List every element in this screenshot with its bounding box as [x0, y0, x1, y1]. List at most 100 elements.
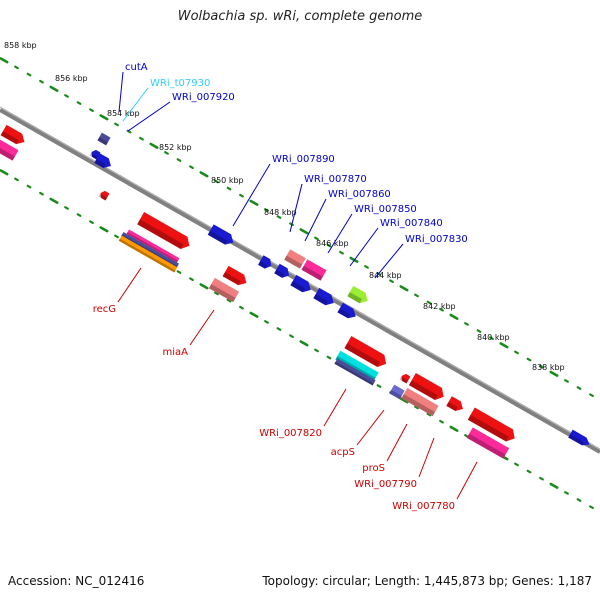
upper-track-tick — [314, 236, 319, 241]
upper-track-tick — [549, 370, 559, 377]
upper-track-tick — [214, 179, 219, 184]
gene-label[interactable]: cutA — [125, 62, 148, 73]
lower-track-tick — [114, 234, 119, 239]
lower-track-tick — [64, 206, 69, 210]
lower-track-tick — [576, 498, 582, 502]
upper-track-tick — [249, 199, 259, 206]
gene-label[interactable]: WRi_007860 — [328, 189, 391, 200]
lower-track-tick — [0, 169, 9, 176]
gene-label[interactable]: WRi_007790 — [354, 479, 417, 490]
upper-track-tick — [539, 364, 544, 369]
gene-label[interactable]: WRi_007870 — [304, 174, 367, 185]
feature-wri-007790 — [467, 407, 515, 442]
leader-line — [304, 198, 327, 242]
kbp-tick-label: 840 kbp — [477, 333, 510, 342]
lower-track-tick — [99, 226, 109, 233]
lower-track-tick — [176, 270, 182, 274]
feature-wri-007820 — [344, 336, 387, 368]
lower-track-tick — [439, 419, 444, 424]
gene-label[interactable]: WRi_007780 — [392, 501, 455, 512]
gene-label[interactable]: WRi_007920 — [172, 92, 235, 103]
lower-track-tick — [26, 184, 32, 189]
gene-label[interactable]: WRi_007840 — [380, 218, 443, 229]
upper-tick-track — [0, 57, 594, 397]
map-title: Wolbachia sp. wRi, complete genome — [177, 9, 423, 24]
feature-left-edge — [0, 124, 25, 145]
lower-track-tick — [526, 469, 532, 474]
feature-wri-007870 — [290, 274, 311, 293]
kbp-tick-label: 838 kbp — [532, 363, 565, 372]
feature-left-edge-b — [0, 139, 19, 161]
upper-track-tick — [99, 114, 109, 121]
upper-track-tick — [226, 186, 232, 191]
upper-track-tick — [239, 193, 244, 198]
kbp-tick-label: 850 kbp — [211, 176, 244, 185]
feature-small-red-2 — [446, 396, 463, 411]
kbp-tick-label: 852 kbp — [159, 143, 192, 152]
upper-track-tick — [49, 85, 59, 92]
feature-proS — [408, 373, 444, 401]
lower-track-tick — [399, 397, 409, 404]
leader-line — [349, 227, 379, 267]
upper-track-tick — [149, 142, 159, 149]
gene-label[interactable]: miaA — [163, 347, 189, 358]
lower-track-tick — [89, 220, 94, 224]
lower-track-tick — [426, 412, 432, 417]
gene-label[interactable]: WRi_007850 — [354, 204, 417, 215]
lower-track-tick — [214, 291, 219, 296]
upper-track-tick — [476, 329, 482, 333]
lower-track-tick — [564, 491, 569, 495]
upper-track-tick — [439, 307, 444, 312]
upper-track-tick — [364, 265, 369, 269]
feature-cutA — [97, 132, 111, 146]
gene-features — [0, 124, 590, 459]
feature-wri-007850 — [284, 249, 306, 269]
feature-wri-007890 — [207, 224, 234, 245]
upper-track-tick — [576, 386, 582, 390]
lower-track-tick — [264, 320, 269, 324]
upper-track-tick — [414, 293, 419, 298]
upper-track-tick — [64, 94, 69, 98]
leader-line — [289, 183, 303, 233]
lower-track-tick — [449, 425, 459, 432]
feature-miaA — [222, 265, 247, 286]
feature-miaA-b — [208, 277, 240, 303]
lower-track-tick — [199, 283, 209, 290]
leader-line — [127, 101, 171, 132]
lower-track-tick — [276, 327, 282, 331]
lower-track-tick — [226, 298, 232, 303]
lower-track-tick — [589, 505, 594, 509]
upper-track-tick — [176, 158, 182, 162]
upper-track-tick — [189, 165, 194, 169]
gene-label[interactable]: WRi_t07930 — [150, 78, 210, 89]
upper-track-tick — [489, 336, 494, 340]
kbp-tick-label: 856 kbp — [55, 74, 88, 83]
lower-track-tick — [39, 191, 44, 196]
upper-track-tick — [139, 136, 144, 141]
feature-wri-007820-c — [334, 358, 376, 386]
feature-recG — [137, 212, 190, 249]
gene-label[interactable]: acpS — [331, 447, 355, 458]
leader-line — [118, 71, 124, 113]
upper-track-tick — [564, 379, 569, 383]
upper-track-tick — [514, 350, 519, 355]
upper-track-tick — [264, 208, 269, 212]
gene-labels: cutAWRi_t07930WRi_007920WRi_007890WRi_00… — [93, 62, 468, 512]
gene-label[interactable]: proS — [362, 463, 385, 474]
leader-line — [356, 409, 385, 446]
feature-wri-007860 — [313, 287, 334, 306]
gene-label[interactable]: WRi_007820 — [259, 428, 322, 439]
upper-track-tick — [389, 279, 394, 283]
lower-track-tick — [376, 384, 382, 388]
upper-track-tick — [589, 393, 594, 397]
feature-wri-007830 — [347, 285, 368, 304]
upper-track-tick — [526, 357, 532, 362]
gene-label[interactable]: WRi_007830 — [405, 234, 468, 245]
gene-label[interactable]: WRi_007890 — [272, 154, 335, 165]
feature-gene — [258, 255, 272, 269]
leader-line — [327, 213, 353, 254]
feature-wri-007850b — [301, 259, 327, 281]
gene-label[interactable]: recG — [93, 304, 116, 315]
